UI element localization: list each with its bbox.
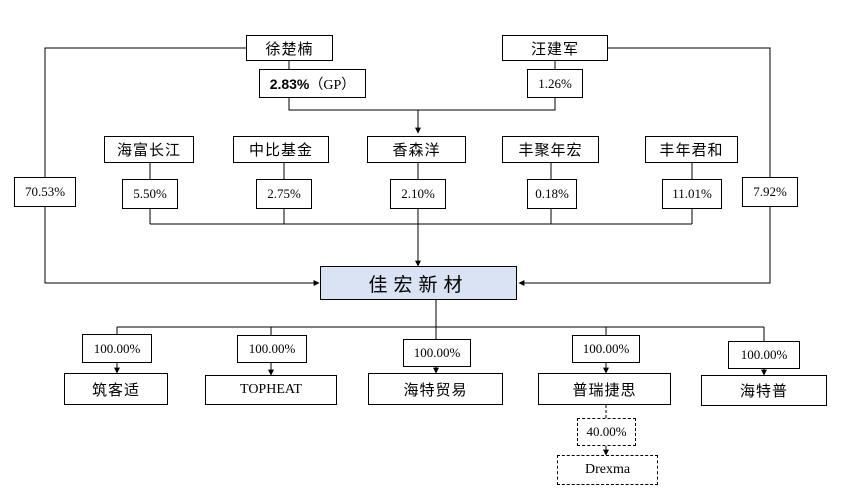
sub-zhukeshi: 筑客适 [64, 373, 168, 405]
holder-wang-jianjun: 汪建军 [502, 35, 608, 61]
xu-gp-share-suffix: （GP） [309, 77, 356, 93]
sub-share-drexma: 40.00% [577, 418, 636, 446]
partner-share-fengju: 0.18% [527, 179, 577, 209]
xu-gp-share: 2.83%（GP） [259, 69, 366, 98]
partner-fengnian-junhe: 丰年君和 [645, 136, 738, 163]
sub-share-zhukeshi: 100.00% [82, 334, 152, 363]
wang-direct-share: 7.92% [742, 177, 798, 207]
wang-indirect-share: 1.26% [527, 69, 583, 98]
company-jiahong-xincai: 佳宏新材 [320, 266, 517, 300]
sub-share-puruijiesi: 100.00% [572, 335, 640, 363]
partner-share-fengnian: 11.01% [662, 179, 722, 209]
xu-direct-share: 70.53% [14, 177, 76, 207]
sub-puruijiesi: 普瑞捷思 [538, 373, 671, 405]
sub-share-haite-trade: 100.00% [403, 339, 471, 367]
partner-haifu-changjiang: 海富长江 [104, 136, 194, 163]
sub-share-haitepu: 100.00% [728, 341, 800, 369]
xu-gp-share-value: 2.83% [269, 75, 310, 92]
sub-drexma: Drexma [557, 455, 658, 485]
holder-xu-chunan: 徐楚楠 [246, 35, 333, 61]
sub-haite-trade: 海特贸易 [368, 373, 503, 405]
sub-haitepu: 海特普 [701, 375, 827, 406]
partner-share-zhongbi: 2.75% [256, 179, 312, 209]
sub-topheat: TOPHEAT [205, 375, 337, 405]
partner-share-xiangsenyang: 2.10% [390, 179, 446, 209]
sub-share-topheat: 100.00% [237, 335, 307, 363]
partner-fengju-nianhong: 丰聚年宏 [502, 136, 599, 163]
partner-zhongbi-fund: 中比基金 [233, 136, 329, 163]
partner-xiangsenyang: 香森洋 [367, 136, 466, 163]
partner-share-haifu: 5.50% [122, 179, 178, 209]
